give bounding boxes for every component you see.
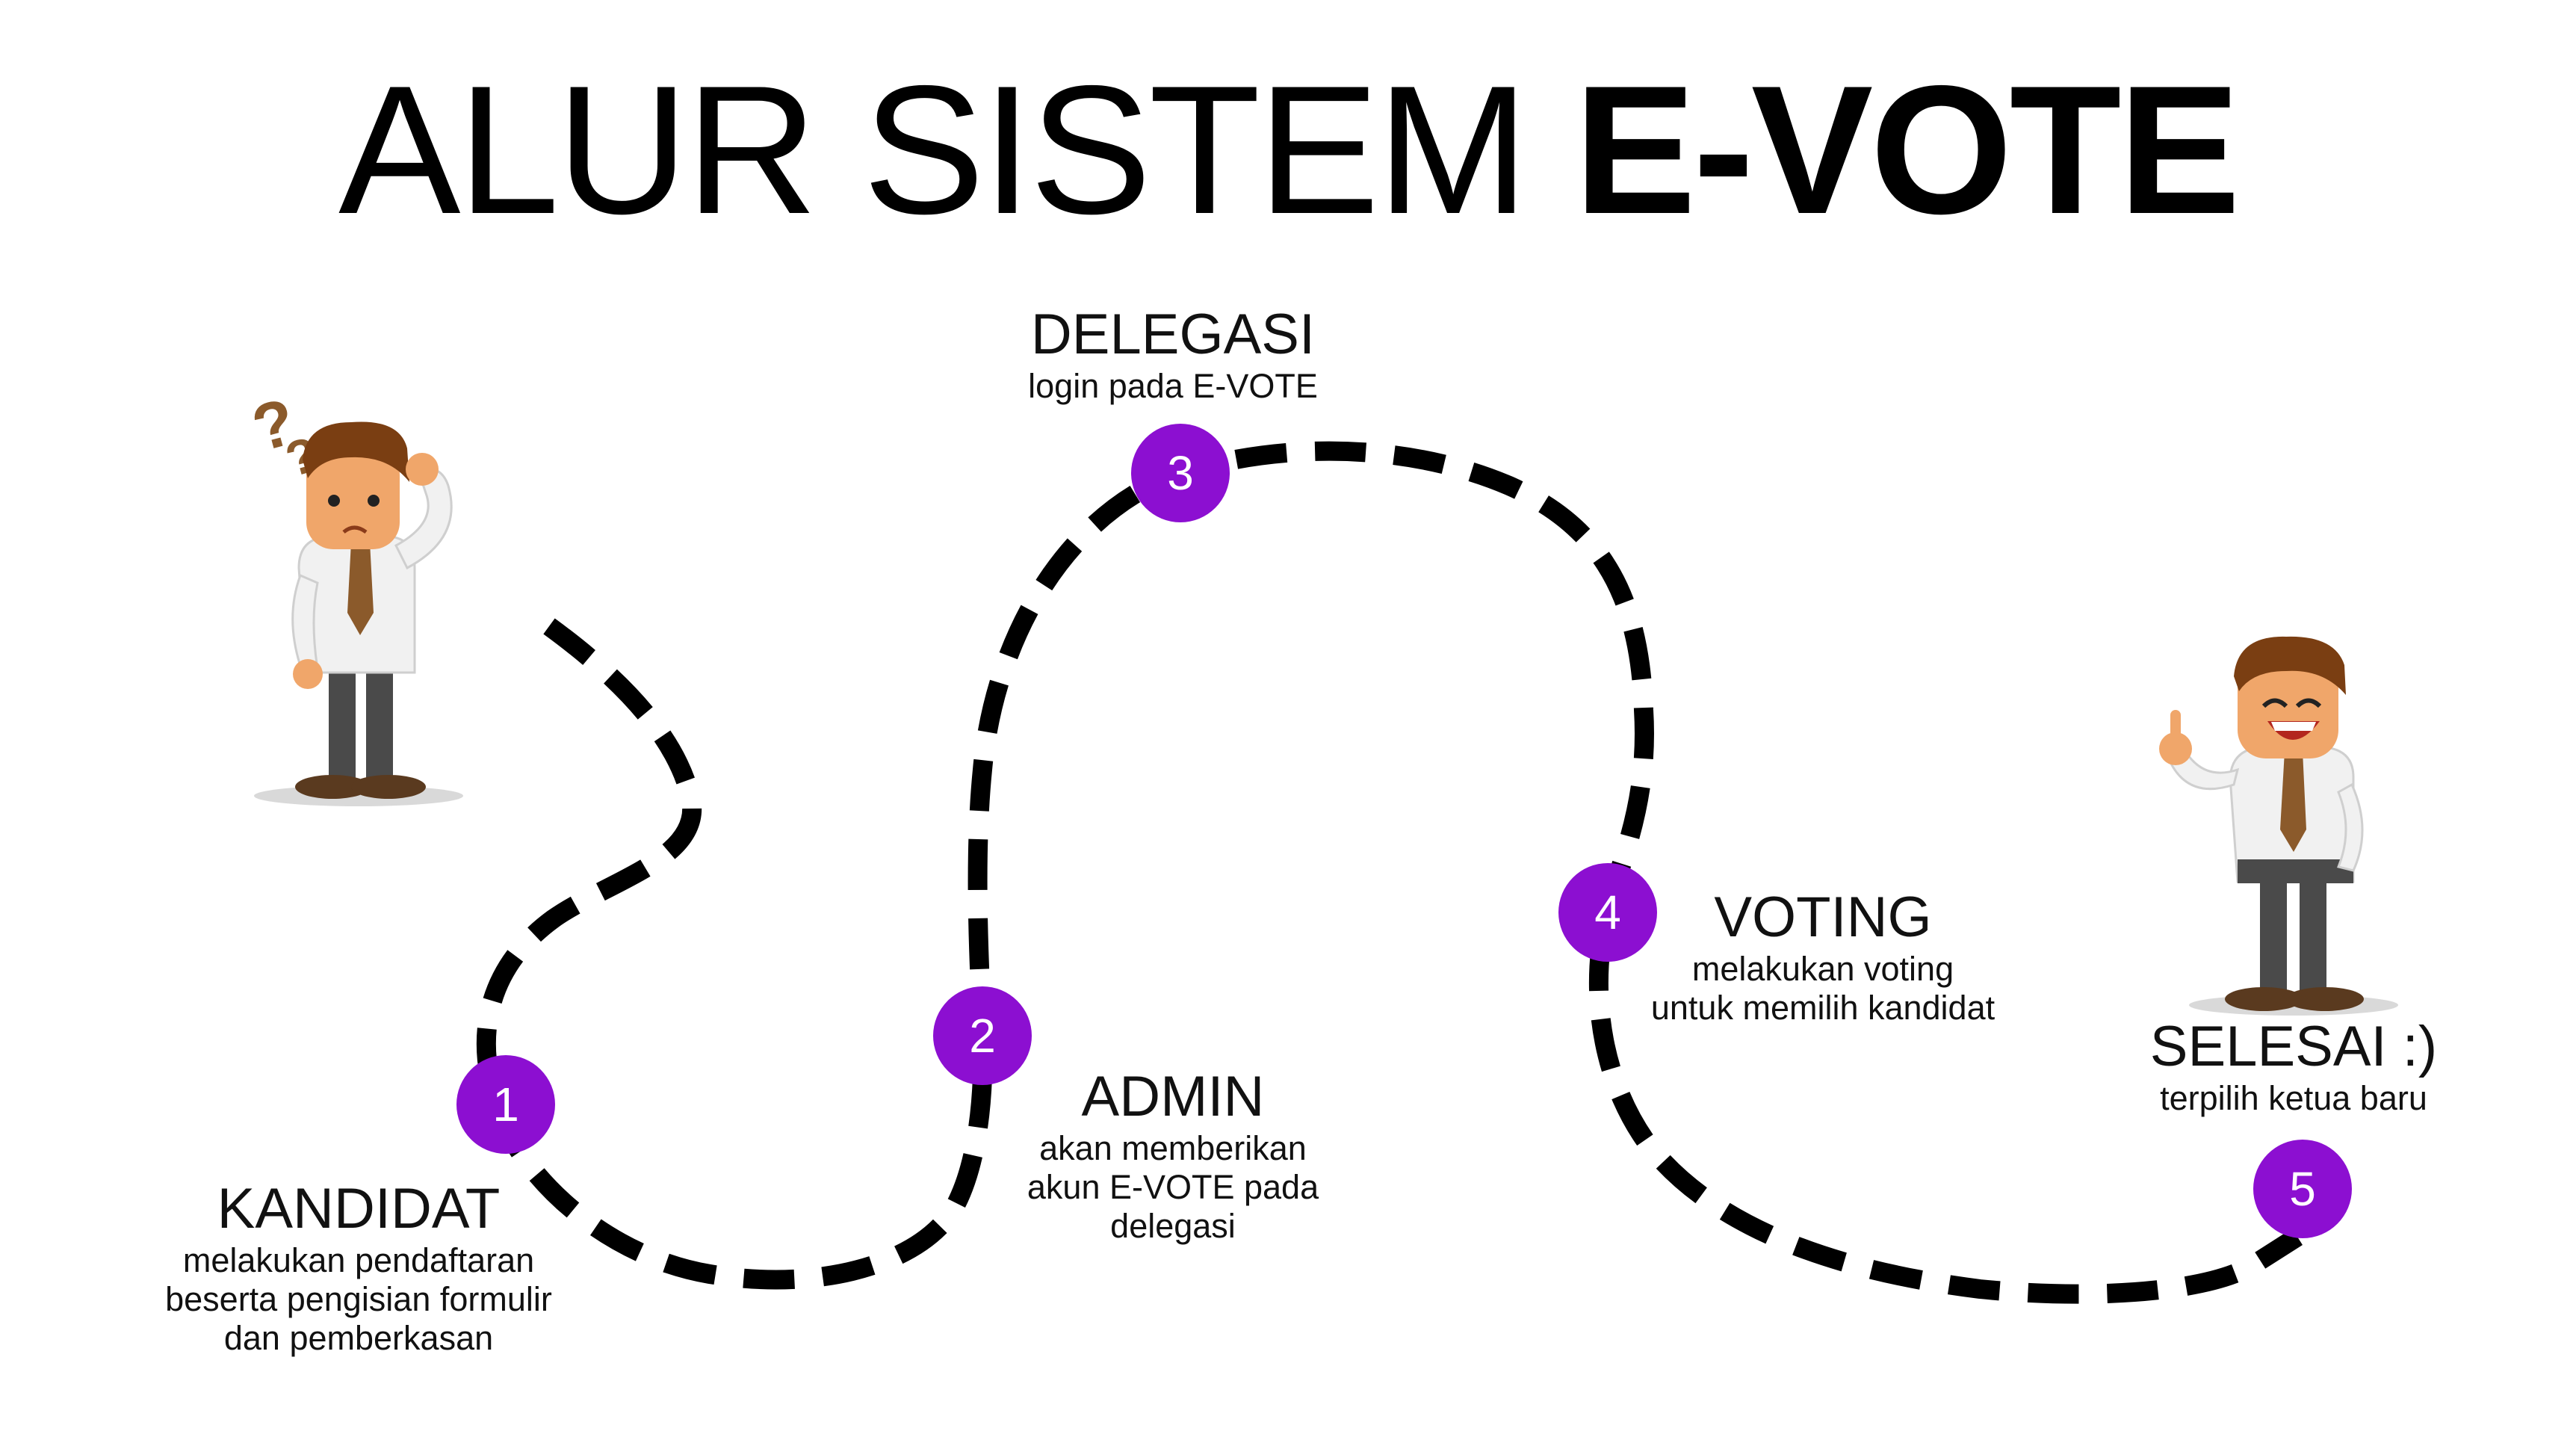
step-node-3: 3 [1131, 424, 1230, 522]
confused-businessman: ? ? [245, 384, 463, 806]
step-head-4: VOTING [1714, 886, 1932, 949]
step-node-4: 4 [1558, 863, 1657, 962]
step-label-5: SELESAI :) terpilih ketua baru [2114, 1015, 2473, 1118]
step-number-5: 5 [2289, 1162, 2316, 1216]
step-desc-2-line-3: delegasi [1110, 1207, 1236, 1245]
step-desc-1-line-3: dan pemberkasan [223, 1319, 494, 1357]
step-node-5: 5 [2253, 1140, 2352, 1238]
step-desc-5-line-1: terpilih ketua baru [2160, 1079, 2427, 1117]
step-number-2: 2 [969, 1009, 996, 1063]
step-desc-2-line-1: akan memberikan [1039, 1129, 1307, 1167]
step-number-3: 3 [1167, 446, 1194, 500]
step-desc-1-line-1: melakukan pendaftaran [182, 1241, 535, 1279]
flow-path [476, 441, 2303, 1304]
step-node-1: 1 [456, 1055, 555, 1154]
step-head-2: ADMIN [1081, 1065, 1265, 1128]
step-head-5: SELESAI :) [2149, 1015, 2438, 1078]
step-desc-2-line-2: akun E-VOTE pada [1027, 1168, 1319, 1206]
step-desc-3-line-1: login pada E-VOTE [1028, 367, 1318, 405]
step-desc-4-line-2: untuk memilih kandidat [1650, 989, 1996, 1027]
step-number-1: 1 [492, 1078, 519, 1131]
page-title: ALUR SISTEM E-VOTE [0, 52, 2576, 247]
step-label-1: KANDIDAT melakukan pendaftaran beserta p… [127, 1177, 590, 1358]
step-number-4: 4 [1594, 886, 1621, 939]
step-desc-4-line-1: melakukan voting [1691, 950, 1954, 988]
step-head-3: DELEGASI [1030, 303, 1316, 366]
title-light: ALUR SISTEM [338, 47, 1574, 252]
step-head-1: KANDIDAT [217, 1177, 501, 1240]
title-bold: E-VOTE [1573, 47, 2241, 252]
happy-businessman [2159, 636, 2398, 1016]
step-node-2: 2 [933, 986, 1032, 1085]
step-desc-1-line-2: beserta pengisian formulir [165, 1280, 552, 1318]
step-label-4: VOTING melakukan voting untuk memilih ka… [1629, 886, 2017, 1028]
step-label-3: DELEGASI login pada E-VOTE [986, 303, 1360, 406]
step-label-2: ADMIN akan memberikan akun E-VOTE pada d… [986, 1065, 1360, 1246]
